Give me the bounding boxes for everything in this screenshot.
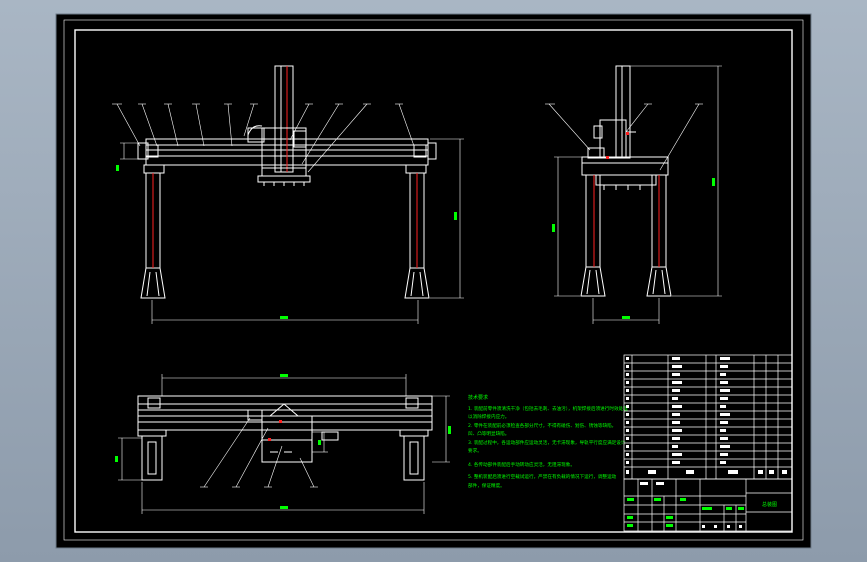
top-view-leaders: [118, 374, 450, 514]
top-view-red-marks: [268, 420, 282, 441]
technical-notes: 技术要求 1. 装配前零件须清洗干净（包括去毛刺、去油污），机架焊接后须进行时效…: [468, 394, 628, 489]
side-view-dim-text: [552, 178, 715, 319]
side-view: [580, 65, 672, 297]
notes-line: 5. 整机装配后须进行空载试运行，严禁在有负载的情况下运行，调整运动: [468, 473, 617, 480]
front-view-dim-text: [116, 165, 457, 319]
notes-line: 1. 装配前零件须清洗干净（包括去毛刺、去油污），机架焊接后须进行时效处理: [468, 405, 628, 412]
notes-line: 要求。: [468, 447, 482, 454]
front-view-leaders: [112, 103, 464, 324]
side-view-red-marks: [606, 132, 629, 159]
drawing-frame: [63, 19, 804, 541]
notes-line: 2. 零件在装配前必须检查各部分尺寸，不得有碰伤、划伤、锈蚀等缺陷，: [468, 422, 616, 429]
title-block: [623, 478, 793, 532]
notes-line: 凹、凸等明显缺陷。: [468, 430, 509, 437]
title-block-text-marks: [627, 498, 744, 527]
parts-list-text-marks: [626, 357, 787, 474]
notes-line: 部件，保证精度。: [468, 482, 505, 489]
title-block-white-marks: [640, 482, 742, 528]
front-view: [137, 65, 437, 299]
notes-line: 3. 装配过程中，各运动部件应运动灵活，无卡滞现象，导轨平行度应满足设计: [468, 439, 626, 446]
notes-line: 4. 各传动部件装配后手动转动应灵活，无阻滞现象。: [468, 461, 575, 468]
side-view-leaders: [545, 65, 722, 324]
top-view-dim-text: [115, 374, 451, 509]
notes-line: 以消除焊接内应力。: [468, 413, 509, 420]
notes-heading: 技术要求: [468, 394, 488, 401]
model-space[interactable]: [55, 13, 812, 549]
part-name: 总装图: [762, 501, 777, 508]
